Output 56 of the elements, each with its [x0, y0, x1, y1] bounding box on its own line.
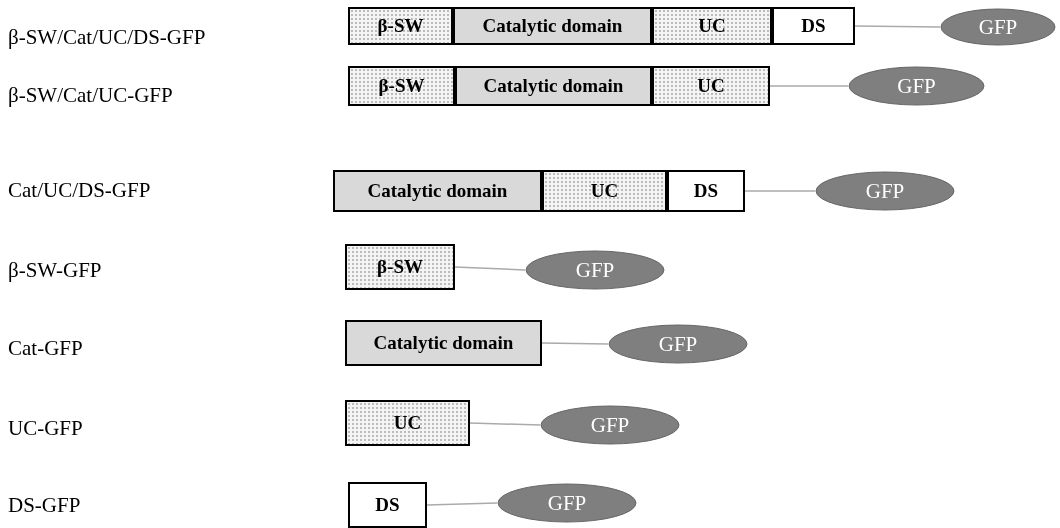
- domain-label: DS: [375, 494, 400, 516]
- domain-label: GFP: [865, 178, 905, 204]
- domain-label: Catalytic domain: [367, 180, 508, 202]
- domain-label: Catalytic domain: [482, 15, 623, 37]
- connector-line: [744, 190, 816, 192]
- domain-label: Catalytic domain: [373, 332, 514, 354]
- construct-name: β-SW-GFP: [8, 258, 102, 283]
- domain-label: GFP: [590, 412, 630, 438]
- domain-label: DS: [801, 15, 826, 37]
- domain-box: [348, 7, 453, 45]
- domain-box: [772, 7, 855, 45]
- construct-name: DS-GFP: [8, 493, 81, 518]
- domain-box: [542, 170, 667, 212]
- domain-label: GFP: [547, 490, 587, 516]
- domain-box: [453, 7, 652, 45]
- construct-name: β-SW/Cat/UC-GFP: [8, 83, 173, 108]
- domain-box: [455, 66, 652, 106]
- connector-line: [426, 502, 498, 506]
- domain-label: β-SW: [377, 256, 423, 278]
- construct-name: UC-GFP: [8, 416, 83, 441]
- domain-label: UC: [698, 15, 726, 37]
- domain-label: GFP: [978, 14, 1018, 40]
- connector-line: [769, 85, 849, 87]
- domain-label: UC: [697, 75, 725, 97]
- domain-box: [667, 170, 745, 212]
- domain-label: UC: [590, 180, 619, 202]
- gfp-ellipse: [940, 8, 1056, 46]
- gfp-ellipse: [525, 250, 665, 290]
- domain-box: [652, 66, 770, 106]
- domain-box: [652, 7, 772, 45]
- domain-label: β-SW: [378, 75, 425, 97]
- connector-line: [541, 342, 609, 345]
- domain-label: UC: [393, 412, 422, 434]
- domain-box: [333, 170, 542, 212]
- domain-label: GFP: [897, 73, 936, 99]
- domain-label: β-SW: [377, 15, 424, 37]
- connector-line: [454, 266, 526, 271]
- gfp-ellipse: [848, 66, 985, 106]
- domain-label: GFP: [575, 257, 615, 283]
- construct-name: Cat-GFP: [8, 336, 83, 361]
- domain-box: [348, 66, 455, 106]
- gfp-ellipse: [815, 171, 955, 211]
- construct-name: β-SW/Cat/UC/DS-GFP: [8, 25, 206, 50]
- domain-box: [348, 482, 427, 528]
- domain-box: [345, 320, 542, 366]
- connector-line: [854, 25, 941, 28]
- domain-label: DS: [693, 180, 719, 202]
- domain-box: [345, 244, 455, 290]
- gfp-ellipse: [608, 324, 748, 364]
- domain-label: Catalytic domain: [483, 75, 624, 97]
- gfp-ellipse: [497, 483, 637, 523]
- domain-box: [345, 400, 470, 446]
- construct-name: Cat/UC/DS-GFP: [8, 178, 151, 203]
- gfp-ellipse: [540, 405, 680, 445]
- domain-label: GFP: [658, 331, 698, 357]
- connector-line: [469, 422, 541, 426]
